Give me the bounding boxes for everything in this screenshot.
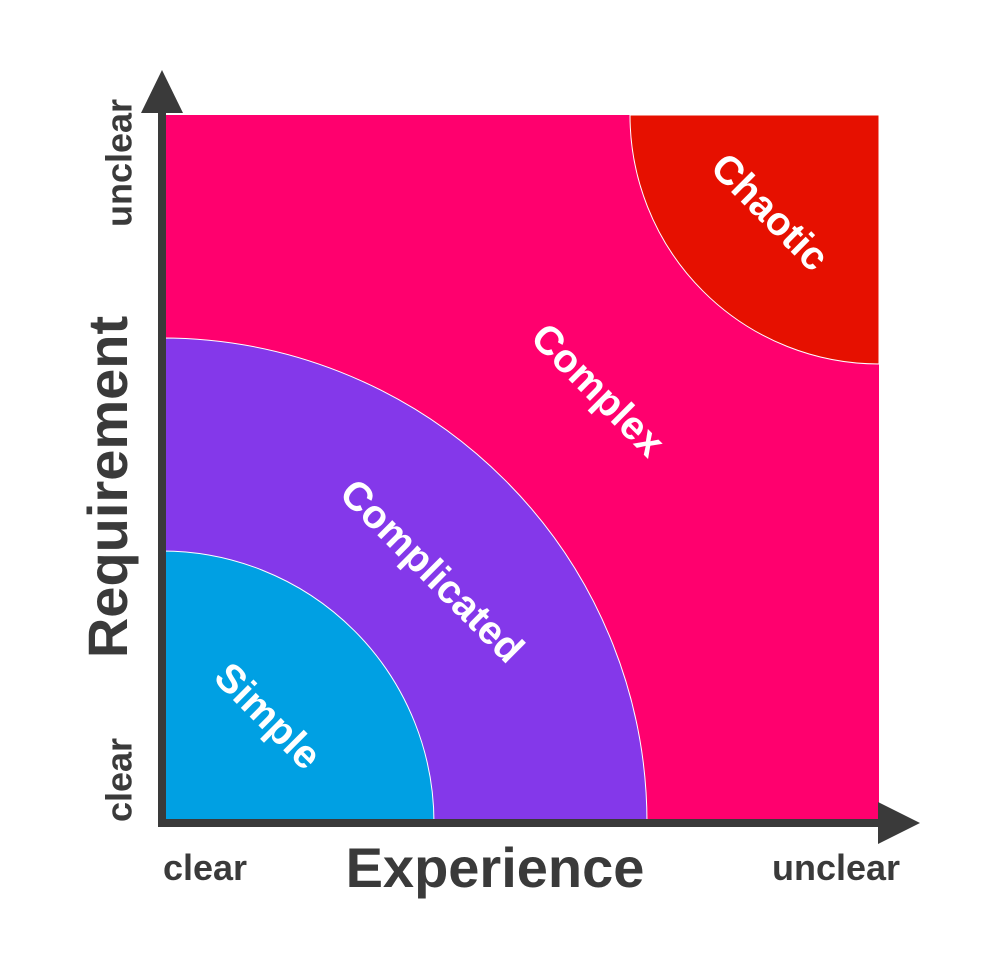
zone-chaotic-area: [629, 114, 880, 365]
x-axis-end-label: unclear: [772, 847, 900, 888]
x-axis-title: Experience: [346, 836, 645, 899]
y-axis-arrow-icon: [141, 70, 183, 113]
y-axis-start-label: clear: [99, 738, 140, 822]
x-axis-start-label: clear: [163, 847, 247, 888]
zone-simple-area: [161, 550, 435, 824]
x-axis-arrow-icon: [878, 802, 920, 844]
y-axis-end-label: unclear: [99, 99, 140, 227]
y-axis-title: Requirement: [76, 316, 139, 658]
